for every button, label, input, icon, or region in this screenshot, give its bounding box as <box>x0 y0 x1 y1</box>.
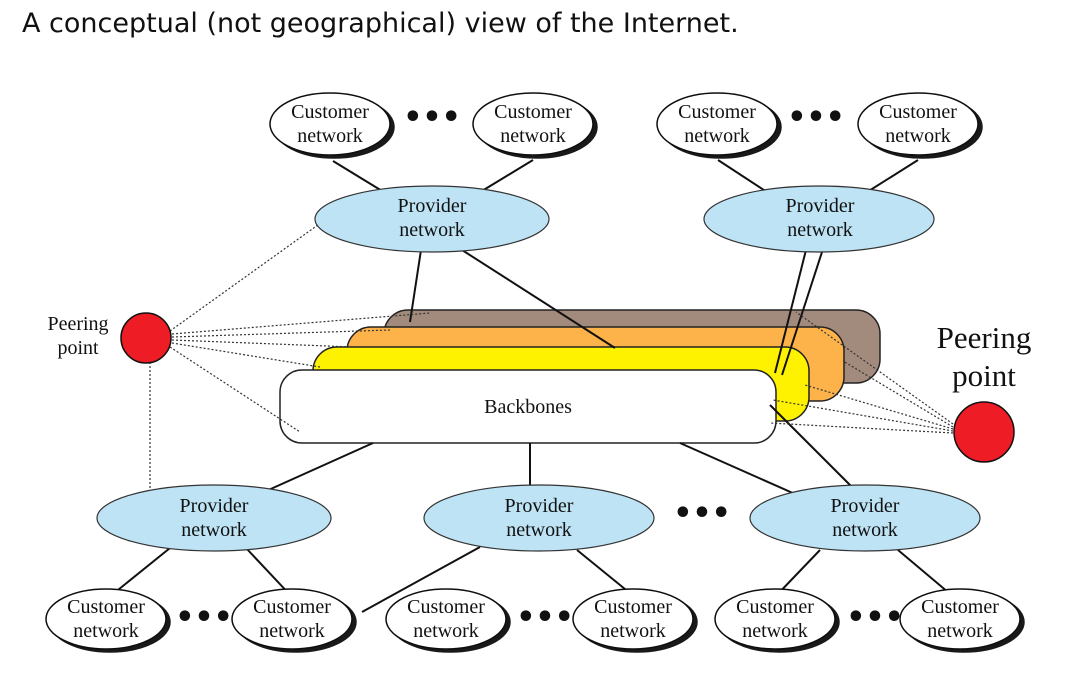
customer-network-label: network <box>297 125 363 147</box>
provider-network-label: network <box>181 519 247 541</box>
provider-network: Provider network <box>703 185 935 253</box>
peering-point-left: Peering point <box>47 312 172 364</box>
backbone-label: Backbones <box>484 396 572 418</box>
peering-point-right-line2: point <box>952 358 1016 393</box>
customer-network-label: network <box>500 125 566 147</box>
ellipsis: ••• <box>846 600 904 635</box>
customer-network: Customer network <box>857 92 979 156</box>
customer-network-label: network <box>885 125 951 147</box>
peering-links <box>149 221 954 495</box>
customer-network-label: Customer <box>407 596 485 618</box>
customer-network-label: network <box>259 620 325 642</box>
ellipsis: ••• <box>787 100 845 135</box>
customer-network-label: network <box>413 620 479 642</box>
provider-network: Provider network <box>314 185 550 253</box>
peering-point-left-line2: point <box>57 337 99 359</box>
provider-network-label: network <box>832 519 898 541</box>
customer-network-label: Customer <box>253 596 331 618</box>
provider-network-label: Provider <box>180 495 249 517</box>
ellipsis: ••• <box>516 600 574 635</box>
customer-network-label: network <box>73 620 139 642</box>
customer-network-label: network <box>684 125 750 147</box>
peering-point-right-line1: Peering <box>937 320 1032 355</box>
provider-network-label: network <box>399 219 465 241</box>
customer-network-label: Customer <box>594 596 672 618</box>
provider-network: Provider network <box>423 484 655 552</box>
customer-network: Customer network <box>231 588 353 650</box>
ellipsis: ••• <box>175 600 233 635</box>
provider-network: Provider network <box>96 484 332 552</box>
provider-network-label: network <box>506 519 572 541</box>
customer-network: Customer network <box>714 588 836 650</box>
customer-network: Customer network <box>269 92 391 156</box>
customer-network: Customer network <box>385 588 507 650</box>
provider-network-label: Provider <box>831 495 900 517</box>
peering-point-left-circle <box>120 312 172 364</box>
customer-network: Customer network <box>572 588 694 650</box>
customer-network-label: network <box>600 620 666 642</box>
customer-network: Customer network <box>899 588 1021 650</box>
peering-point-left-line1: Peering <box>47 313 108 335</box>
peering-point-right: Peering point <box>937 320 1032 463</box>
customer-network-label: Customer <box>291 101 369 123</box>
backbones <box>279 309 881 444</box>
provider-network-label: Provider <box>505 495 574 517</box>
provider-network: Provider network <box>749 484 981 552</box>
ellipsis: ••• <box>403 100 461 135</box>
provider-network-label: Provider <box>398 195 467 217</box>
customer-network-label: Customer <box>678 101 756 123</box>
provider-network-label: Provider <box>786 195 855 217</box>
customer-network: Customer network <box>656 92 778 156</box>
provider-network-label: network <box>787 219 853 241</box>
customer-network-label: network <box>927 620 993 642</box>
customer-network-label: network <box>742 620 808 642</box>
customer-network-label: Customer <box>494 101 572 123</box>
customer-network-label: Customer <box>921 596 999 618</box>
customer-network: Customer network <box>45 588 167 650</box>
customer-network-label: Customer <box>67 596 145 618</box>
ellipsis: ••• <box>673 496 731 531</box>
customer-network-label: Customer <box>879 101 957 123</box>
customer-network-label: Customer <box>736 596 814 618</box>
backbone-white <box>279 369 777 444</box>
page-title: A conceptual (not geographical) view of … <box>22 8 739 39</box>
peering-point-right-circle <box>953 401 1015 463</box>
customer-network: Customer network <box>472 92 594 156</box>
